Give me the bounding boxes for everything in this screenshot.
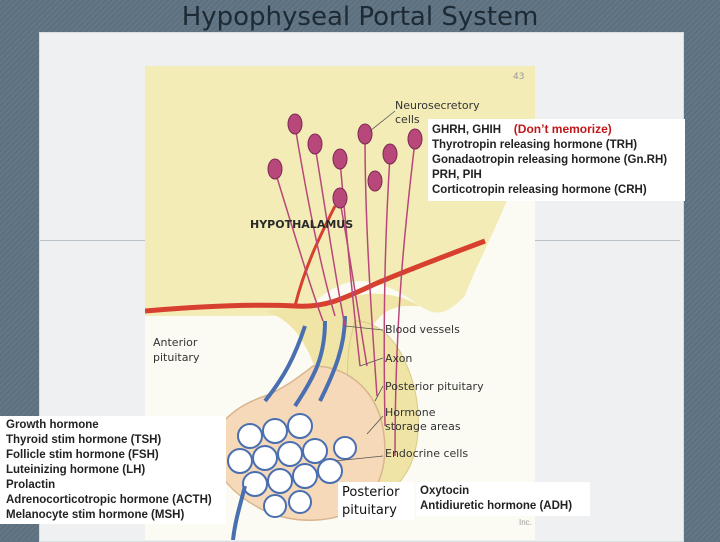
- posterior-hormone-item: Antidiuretic hormone (ADH): [420, 500, 573, 512]
- infundibulum: [265, 293, 420, 411]
- hypothalamic-item: Thyrotropin releasing hormone (TRH): [432, 139, 638, 151]
- dont-memorize-note: (Don’t memorize): [513, 122, 612, 136]
- copyright-text: Inc.: [519, 518, 532, 527]
- neurosecretory-label-1: Neurosecretory: [395, 99, 480, 112]
- endocrine-cells-label: Endocrine cells: [385, 447, 469, 460]
- hypothalamic-item: PRH, PIH: [432, 169, 482, 181]
- anterior-hormone-item: Thyroid stim hormone (TSH): [6, 434, 162, 446]
- neurosecretory-label-2: cells: [395, 113, 420, 126]
- hypothalamic-hormones-box: GHRH, GHIH (Don’t memorize) Thyrotropin …: [428, 119, 685, 201]
- hypothalamus-label: HYPOTHALAMUS: [250, 218, 354, 231]
- anterior-hormone-item: Luteinizing hormone (LH): [6, 464, 146, 476]
- anterior-hormone-item: Melanocyte stim hormone (MSH): [6, 509, 185, 521]
- hypothalamic-item: Corticotropin releasing hormone (CRH): [432, 184, 647, 196]
- anterior-hormone-item: Adrenocorticotropic hormone (ACTH): [6, 494, 212, 506]
- hypothalamic-item: Gonadaotropin releasing hormone (Gn.RH): [432, 154, 668, 166]
- hormone-storage-label-1: Hormone: [385, 406, 436, 419]
- figure-corner-mark: 43: [513, 72, 525, 82]
- slide-title: Hypophyseal Portal System: [181, 2, 539, 32]
- posterior-label-line2: pituitary: [342, 503, 397, 518]
- posterior-hormone-item: Oxytocin: [420, 485, 470, 497]
- anterior-hormone-item: Prolactin: [6, 479, 56, 491]
- posterior-pituitary-figure-label: Posterior pituitary: [385, 380, 484, 393]
- anterior-hormones-box: Growth hormone Thyroid stim hormone (TSH…: [0, 416, 226, 524]
- anterior-hormone-item: Growth hormone: [6, 419, 99, 431]
- axon-label: Axon: [385, 352, 413, 365]
- artery: [145, 238, 486, 314]
- posterior-hormones-box: Oxytocin Antidiuretic hormone (ADH): [416, 482, 590, 516]
- hormone-storage-label-2: storage areas: [385, 420, 461, 433]
- anterior-hormone-item: Follicle stim hormone (FSH): [6, 449, 159, 461]
- anterior-label-2: pituitary: [153, 351, 200, 364]
- blood-vessels-label: Blood vessels: [385, 323, 460, 336]
- ghrh-ghih-text: GHRH, GHIH: [432, 124, 501, 136]
- anterior-label-1: Anterior: [153, 336, 198, 349]
- pituitary-diagram-svg: [145, 66, 535, 540]
- posterior-pituitary-label: Posterior pituitary: [338, 482, 414, 520]
- posterior-label-line1: Posterior: [342, 485, 400, 500]
